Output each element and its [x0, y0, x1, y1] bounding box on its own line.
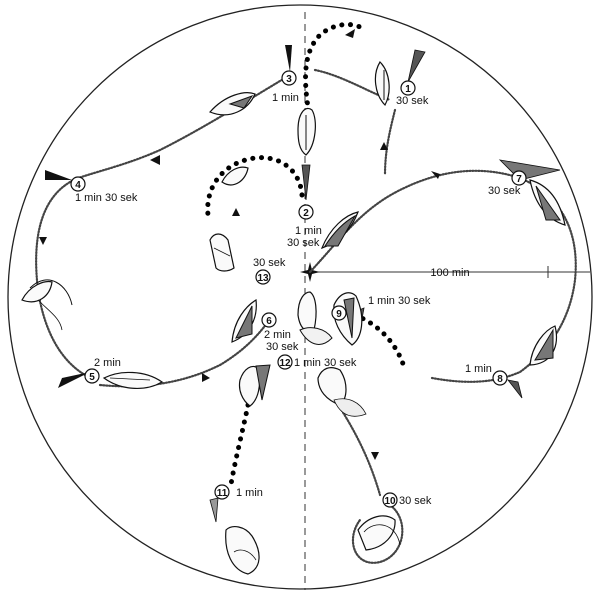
marker-5: 5 2 min [84, 357, 121, 384]
marker-11: 11 1 min [214, 484, 263, 500]
track-4-to-5 [35, 180, 87, 377]
boat-icon [320, 211, 359, 249]
arrow-icon [380, 142, 388, 150]
svg-text:2 min: 2 min [264, 329, 291, 341]
svg-text:1 min 30 sek: 1 min 30 sek [294, 357, 357, 369]
flag-icon [407, 49, 426, 83]
flag-icon [45, 170, 72, 180]
marker-4: 4 1 min 30 sek [70, 176, 138, 204]
svg-text:5: 5 [89, 372, 95, 383]
svg-text:1 min 30 sek: 1 min 30 sek [368, 295, 431, 307]
svg-text:3: 3 [286, 74, 292, 85]
motor-track-2-loop [205, 155, 305, 218]
marker-10: 10 30 sek [382, 492, 432, 508]
boat-icon [208, 92, 256, 116]
boat-icon [102, 371, 164, 389]
svg-text:1 min: 1 min [236, 487, 263, 499]
motor-track-11 [227, 402, 251, 493]
boat-icon [231, 299, 257, 343]
arrow-icon [202, 373, 210, 382]
svg-text:13: 13 [257, 273, 269, 284]
motor-track-top [303, 22, 368, 123]
svg-text:11: 11 [217, 488, 228, 499]
flag-icon [301, 164, 311, 201]
svg-text:12: 12 [279, 358, 291, 369]
boat-icon [21, 279, 73, 331]
flag-icon [285, 45, 292, 72]
motor-track-9 [352, 312, 408, 373]
marker-1: 1 30 sek [396, 80, 429, 107]
svg-text:30 sek: 30 sek [399, 495, 432, 507]
boat-icon [238, 364, 271, 407]
marker-7: 7 30 sek [488, 170, 527, 197]
svg-text:7: 7 [516, 174, 522, 185]
arrow-icon [431, 171, 440, 179]
svg-text:1 min: 1 min [295, 225, 322, 237]
svg-text:4: 4 [75, 180, 81, 191]
arrow-icon [39, 237, 47, 245]
boat-icon [357, 515, 401, 551]
outer-circle [7, 4, 593, 590]
svg-text:1: 1 [405, 84, 411, 95]
boat-icon [297, 107, 316, 156]
svg-text:8: 8 [497, 374, 503, 385]
marker-9: 9 1 min 30 sek [331, 295, 431, 321]
flag-icon [498, 159, 561, 181]
svg-text:30 sek: 30 sek [266, 341, 299, 353]
svg-text:9: 9 [336, 309, 342, 320]
svg-text:1 min 30 sek: 1 min 30 sek [75, 192, 138, 204]
svg-text:30 sek: 30 sek [488, 185, 521, 197]
marker-12: 12 1 min 30 sek [277, 354, 357, 370]
arrow-icon [232, 208, 240, 216]
boat-icon [209, 233, 235, 272]
flag-icon [507, 379, 523, 399]
svg-text:30 sek: 30 sek [396, 95, 429, 107]
track-10-circle [351, 503, 404, 564]
boat-icon [374, 61, 390, 106]
arrow-icon [371, 452, 379, 460]
marker-13: 13 30 sek [253, 257, 286, 285]
marker-2: 2 1 min 30 sek [287, 204, 322, 249]
arrow-icon [150, 155, 160, 165]
marker-6: 6 2 min 30 sek [261, 312, 299, 353]
flag-icon [58, 372, 90, 388]
scale-label: 100 min [430, 267, 469, 279]
marker-8: 8 1 min [465, 363, 508, 386]
boat-icon [529, 325, 557, 366]
flag-icon [209, 497, 219, 523]
svg-text:2 min: 2 min [94, 357, 121, 369]
boat-icon [221, 166, 249, 186]
svg-text:6: 6 [266, 316, 272, 327]
svg-text:30 sek: 30 sek [253, 257, 286, 269]
svg-text:2: 2 [303, 208, 309, 219]
boat-icon [297, 291, 333, 345]
svg-text:1 min: 1 min [465, 363, 492, 375]
svg-text:30 sek: 30 sek [287, 237, 320, 249]
arrow-icon [345, 29, 355, 38]
boat-icon [529, 179, 566, 226]
track-1-down [383, 108, 397, 177]
svg-text:1 min: 1 min [272, 92, 299, 104]
marker-3: 3 1 min [272, 70, 299, 104]
boat-icon [317, 367, 367, 417]
svg-text:10: 10 [384, 496, 396, 507]
boat-icon [225, 526, 260, 575]
